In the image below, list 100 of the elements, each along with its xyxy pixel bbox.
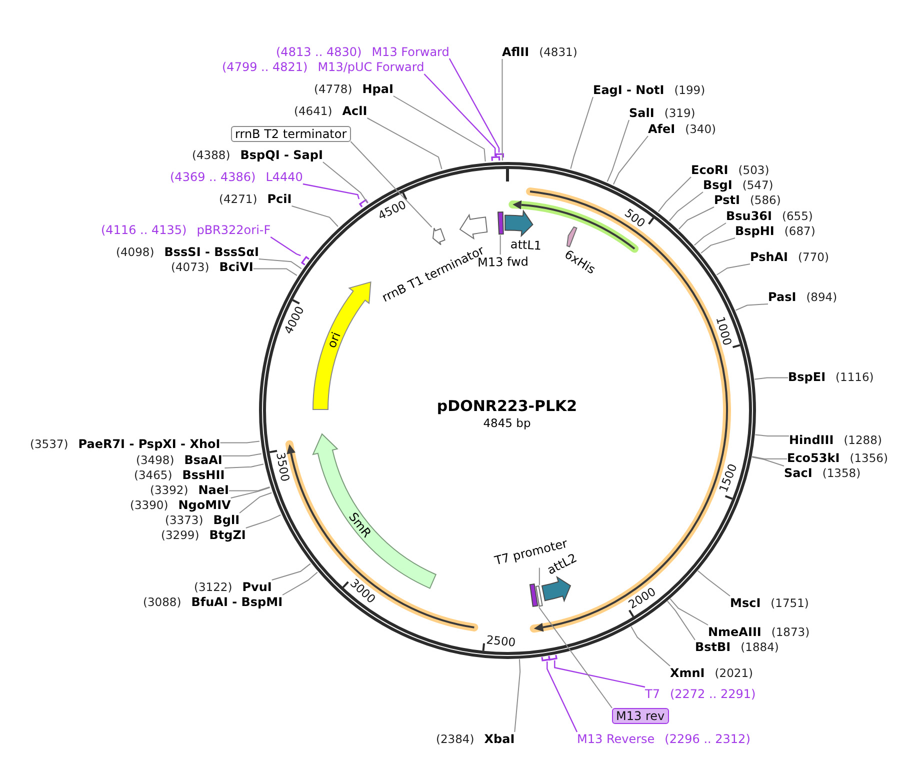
plasmid-size: 4845 bp [483,416,531,430]
feature-label: ori [324,330,344,350]
leader-line [271,563,311,580]
leader-line [252,268,298,276]
site-position: (2384) [436,732,474,746]
site-position: (3373) [165,513,204,527]
leader-line [302,183,360,200]
enzyme-name: AfeI [648,122,676,136]
leader-line [754,377,788,380]
primer-site-bracket [490,156,500,162]
leader-line [230,487,270,498]
leader-line [538,606,612,708]
site-position: (586) [750,193,781,207]
primer-site-bracket [548,654,558,660]
leader-line [222,453,262,456]
enzyme-name: BstBI [695,640,731,654]
enzyme-name: XbaI [484,732,515,746]
enzyme-name: PaeR7I - PspXI - XhoI [78,437,220,451]
enzyme-name: Eco53kI [787,451,840,465]
primer-position: (4369 .. 4386) [170,170,256,184]
site-position: (319) [664,106,696,120]
primer-name: pBR322ori-F [196,223,271,237]
site-position: (3088) [143,595,182,609]
leader-line [612,136,648,185]
site-position: (4388) [192,148,230,162]
primer-name: T7 [645,687,660,701]
leader-line [697,570,730,596]
leader-line [228,486,270,492]
site-position: (340) [685,122,716,136]
leader-line [678,206,714,230]
leader-line [570,96,594,170]
leader-line [546,662,578,732]
site-position: (4778) [314,82,352,96]
enzyme-name: BssHII [182,468,225,482]
leader-line [670,598,708,626]
enzyme-name: SalI [629,106,654,120]
primer-site-bracket [358,199,369,208]
enzyme-name: AclI [342,104,368,118]
enzyme-name: EcoRI [691,163,728,177]
enzyme-name: BfuAI - BspMI [191,595,283,609]
leader-line [700,238,736,254]
tick-label: 3500 [274,451,293,483]
site-position: (3498) [136,453,174,467]
leader-line [630,626,670,666]
leader-line [245,514,282,528]
site-position: (1358) [822,466,861,480]
enzyme-name: BssSI - BssSαI [164,245,259,259]
leader-line [448,58,500,153]
site-position: (1884) [740,640,779,654]
feature-shape [432,227,446,246]
site-position: (2021) [714,666,754,680]
leader-line [239,492,272,514]
leader-line [270,236,301,256]
leader-line [500,234,501,256]
enzyme-name: BtgZI [209,528,246,542]
leader-line [606,120,630,182]
site-position: (4098) [116,245,154,259]
feature-marker [496,211,504,236]
enzyme-name: NgoMIV [178,498,231,512]
leader-line [392,96,486,162]
site-position: (4073) [171,260,210,274]
leader-line [735,304,768,311]
site-position: (1288) [844,433,882,447]
site-position: (547) [742,178,774,192]
site-position: (4641) [294,104,332,118]
enzyme-name: PstI [714,193,740,207]
enzyme-name: BglI [213,513,240,527]
enzyme-name: NmeAIII [708,625,762,639]
leader-line [514,658,521,732]
site-position: (1751) [770,596,809,610]
primer-site-bracket [494,152,504,158]
site-position: (3299) [161,528,200,542]
site-position: (3465) [134,468,172,482]
site-position: (655) [782,209,813,223]
enzyme-name: BspEI [788,370,826,384]
site-position: (4831) [539,45,578,59]
leader-line [658,176,692,212]
leader-line [291,206,338,227]
enzyme-name: BspHI [735,224,774,238]
enzyme-name: PshAI [750,250,788,264]
site-position: (3122) [194,580,232,594]
leader-line [224,464,264,468]
enzyme-name: NaeI [198,483,229,497]
site-position: (687) [784,224,816,238]
enzyme-name: XmnI [670,666,705,680]
leader-line [282,572,318,596]
feature-tag: M13 rev [612,708,669,724]
primer-name: M13/pUC Forward [318,60,424,74]
enzyme-name: AflII [502,45,530,59]
leader-line [322,162,368,204]
leader-line [752,456,784,466]
enzyme-name: HindIII [789,433,834,447]
leader-line [554,660,646,688]
site-position: (199) [674,83,706,97]
enzyme-name: PciI [267,192,292,206]
enzyme-name: BsgI [703,178,732,192]
feature-tag: rrnB T2 terminator [231,126,351,142]
leader-line [502,58,503,162]
site-position: (1116) [836,370,874,384]
site-position: (1356) [850,451,888,465]
